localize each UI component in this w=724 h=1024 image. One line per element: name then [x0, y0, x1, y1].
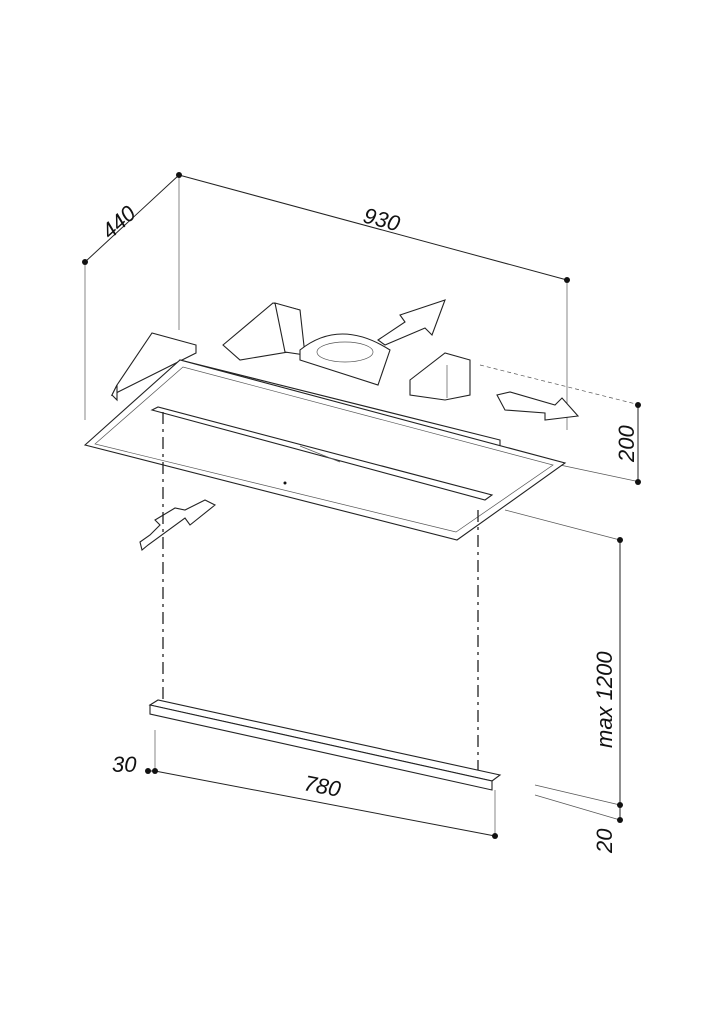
- dim-drop-label: max 1200: [592, 651, 617, 748]
- dim-width-label: 930: [361, 203, 404, 237]
- dim-bar-length-label: 780: [302, 770, 344, 802]
- dim-depth-label: 440: [97, 200, 142, 244]
- hood-panel: [83, 359, 567, 541]
- arrow-down-left-icon: [139, 499, 217, 551]
- dim-thickness-label: 20: [592, 828, 617, 854]
- dim-bar-height-label: 30: [112, 752, 137, 777]
- arrow-up-icon: [377, 299, 446, 346]
- dim-height-label: 200: [614, 425, 639, 463]
- extension-lines: [84, 175, 641, 836]
- dimension-lines: [82, 172, 641, 839]
- light-bar: [148, 699, 502, 791]
- arrow-right-icon: [496, 391, 580, 421]
- airflow-arrows: [139, 299, 580, 551]
